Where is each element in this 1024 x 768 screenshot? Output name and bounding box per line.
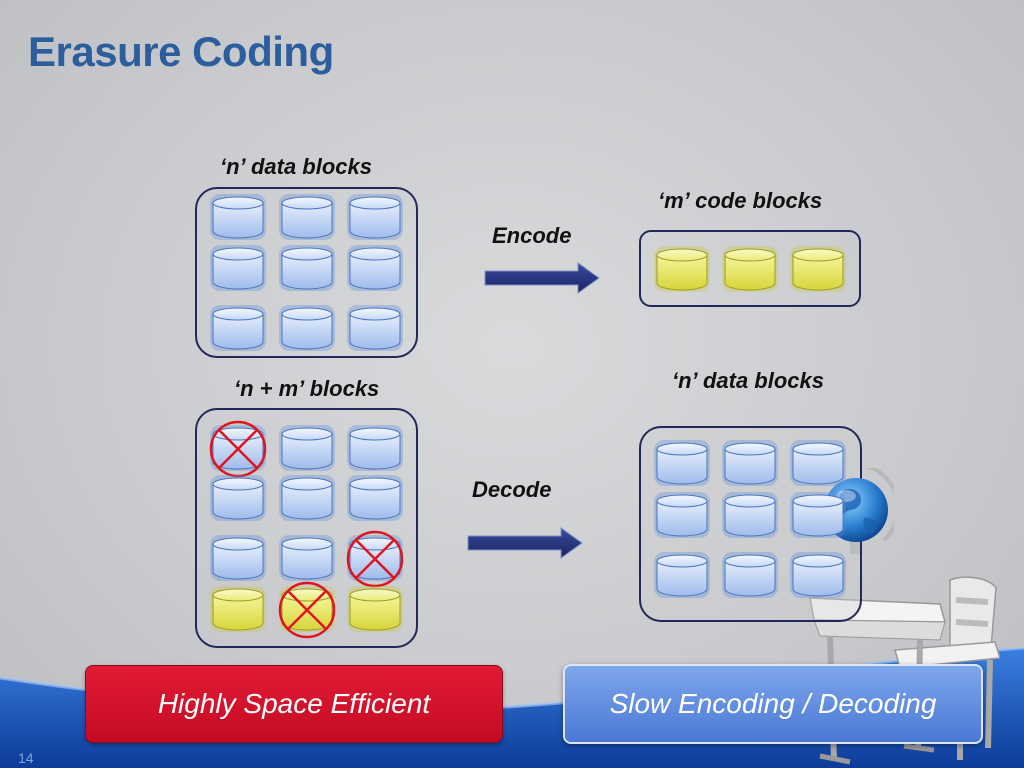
code-block xyxy=(347,586,403,632)
data-block xyxy=(279,305,335,351)
erased-block-x-icon xyxy=(209,420,267,478)
code-blocks-group xyxy=(639,230,861,307)
data-block xyxy=(654,440,710,486)
code-block xyxy=(722,246,778,292)
code-block xyxy=(654,246,710,292)
erased-block-x-icon xyxy=(278,581,336,639)
data-block xyxy=(790,552,846,598)
n-data-blocks-label-top: ‘n’ data blocks xyxy=(220,154,373,179)
data-block xyxy=(347,475,403,521)
encode-label: Encode xyxy=(492,223,572,248)
data-block xyxy=(279,245,335,291)
data-block xyxy=(347,305,403,351)
data-blocks-group xyxy=(195,187,418,358)
data-block xyxy=(722,492,778,538)
data-block xyxy=(210,305,266,351)
data-block xyxy=(210,475,266,521)
data-block xyxy=(210,245,266,291)
data-block xyxy=(279,475,335,521)
data-block xyxy=(722,552,778,598)
slide-number: 14 xyxy=(18,750,34,766)
data-block xyxy=(279,425,335,471)
n-plus-m-blocks-group xyxy=(195,408,418,648)
data-block xyxy=(347,425,403,471)
data-block xyxy=(279,194,335,240)
data-block xyxy=(654,552,710,598)
decode-label: Decode xyxy=(472,477,552,502)
data-block xyxy=(279,535,335,581)
data-block xyxy=(790,492,846,538)
slide-title: Erasure Coding xyxy=(28,28,334,75)
slow-encoding-callout: Slow Encoding / Decoding xyxy=(563,664,983,744)
n-data-blocks-label-bottom: ‘n’ data blocks xyxy=(672,368,825,393)
n-plus-m-blocks-label: ‘n + m’ blocks xyxy=(234,376,380,401)
data-block xyxy=(790,440,846,486)
code-block xyxy=(790,246,846,292)
data-block xyxy=(347,245,403,291)
erased-block-x-icon xyxy=(346,530,404,588)
space-efficient-callout: Highly Space Efficient xyxy=(85,665,503,743)
m-code-blocks-label: ‘m’ code blocks xyxy=(658,188,823,213)
data-block xyxy=(347,194,403,240)
data-block xyxy=(210,535,266,581)
code-block xyxy=(210,586,266,632)
decode-arrow xyxy=(467,527,583,559)
data-block xyxy=(654,492,710,538)
encode-arrow xyxy=(484,262,600,294)
data-block xyxy=(722,440,778,486)
data-block xyxy=(210,194,266,240)
